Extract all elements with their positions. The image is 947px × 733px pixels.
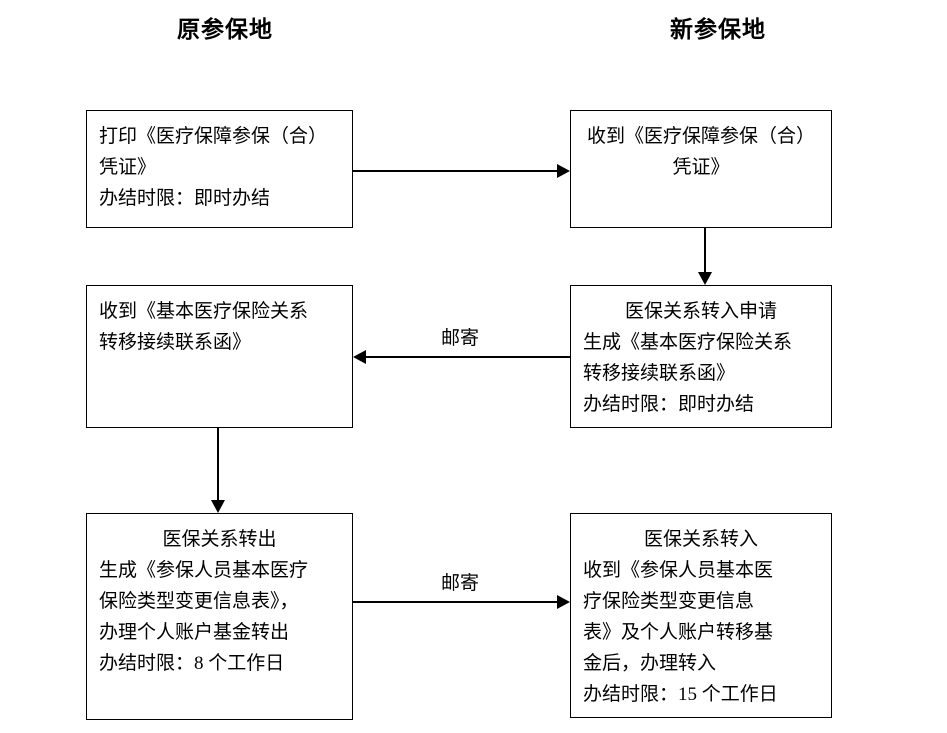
node-line: 生成《基本医疗保险关系 — [583, 332, 793, 353]
node-line: 表》及个人账户转移基 — [583, 622, 774, 643]
edge-label-mail-middle: 邮寄 — [440, 328, 479, 349]
connector-print-to-receive-line — [353, 170, 557, 172]
node-line: 凭证》 — [672, 157, 730, 178]
node-line: 办结时限：即时办结 — [583, 394, 755, 415]
node-receive-voucher: 收到《医疗保障参保（合） 凭证》 — [570, 110, 832, 228]
arrow-down-icon — [211, 500, 225, 513]
arrow-right-icon — [557, 595, 570, 609]
node-line: 收到《医疗保障参保（合） — [586, 126, 815, 147]
node-receive-letter: 收到《基本医疗保险关系 转移接续联系函》 — [86, 285, 353, 428]
node-line: 保险类型变更信息表》， — [99, 591, 299, 612]
arrow-down-icon — [698, 272, 712, 285]
arrow-right-icon — [557, 164, 570, 178]
node-line: 医保关系转入申请 — [624, 301, 777, 322]
node-line: 转移接续联系函》 — [99, 332, 252, 353]
column-header-new: 新参保地 — [670, 17, 766, 42]
node-apply-transfer-in: 医保关系转入申请 生成《基本医疗保险关系 转移接续联系函》 办结时限：即时办结 — [570, 285, 832, 428]
node-line: 收到《基本医疗保险关系 — [99, 301, 309, 322]
edge-label-mail-bottom: 邮寄 — [440, 573, 479, 594]
node-transfer-out: 医保关系转出 生成《参保人员基本医疗 保险类型变更信息表》， 办理个人账户基金转… — [86, 513, 353, 720]
node-line: 凭证》 — [99, 157, 157, 178]
node-line: 转移接续联系函》 — [583, 363, 736, 384]
node-line: 医保关系转出 — [162, 529, 277, 550]
node-line: 生成《参保人员基本医疗 — [99, 560, 309, 581]
node-line: 疗保险类型变更信息 — [583, 591, 755, 612]
node-line: 打印《医疗保障参保（合） — [99, 126, 328, 147]
connector-transout-to-transin-line — [353, 601, 557, 603]
node-line: 办理个人账户基金转出 — [99, 622, 290, 643]
node-transfer-in: 医保关系转入 收到《参保人员基本医 疗保险类型变更信息 表》及个人账户转移基 金… — [570, 513, 832, 718]
connector-letter-to-transout-line — [217, 428, 219, 500]
node-line: 办结时限：8 个工作日 — [99, 653, 285, 674]
connector-apply-to-letter-line — [366, 356, 570, 358]
node-line: 收到《参保人员基本医 — [583, 560, 774, 581]
node-line: 金后，办理转入 — [583, 653, 717, 674]
node-line: 办结时限：即时办结 — [99, 188, 271, 209]
connector-receive-to-apply-line — [704, 228, 706, 272]
node-line: 医保关系转入 — [643, 529, 758, 550]
node-line: 办结时限：15 个工作日 — [583, 684, 778, 705]
node-print-voucher: 打印《医疗保障参保（合） 凭证》 办结时限：即时办结 — [86, 110, 353, 228]
column-header-origin: 原参保地 — [177, 17, 273, 42]
arrow-left-icon — [353, 350, 366, 364]
